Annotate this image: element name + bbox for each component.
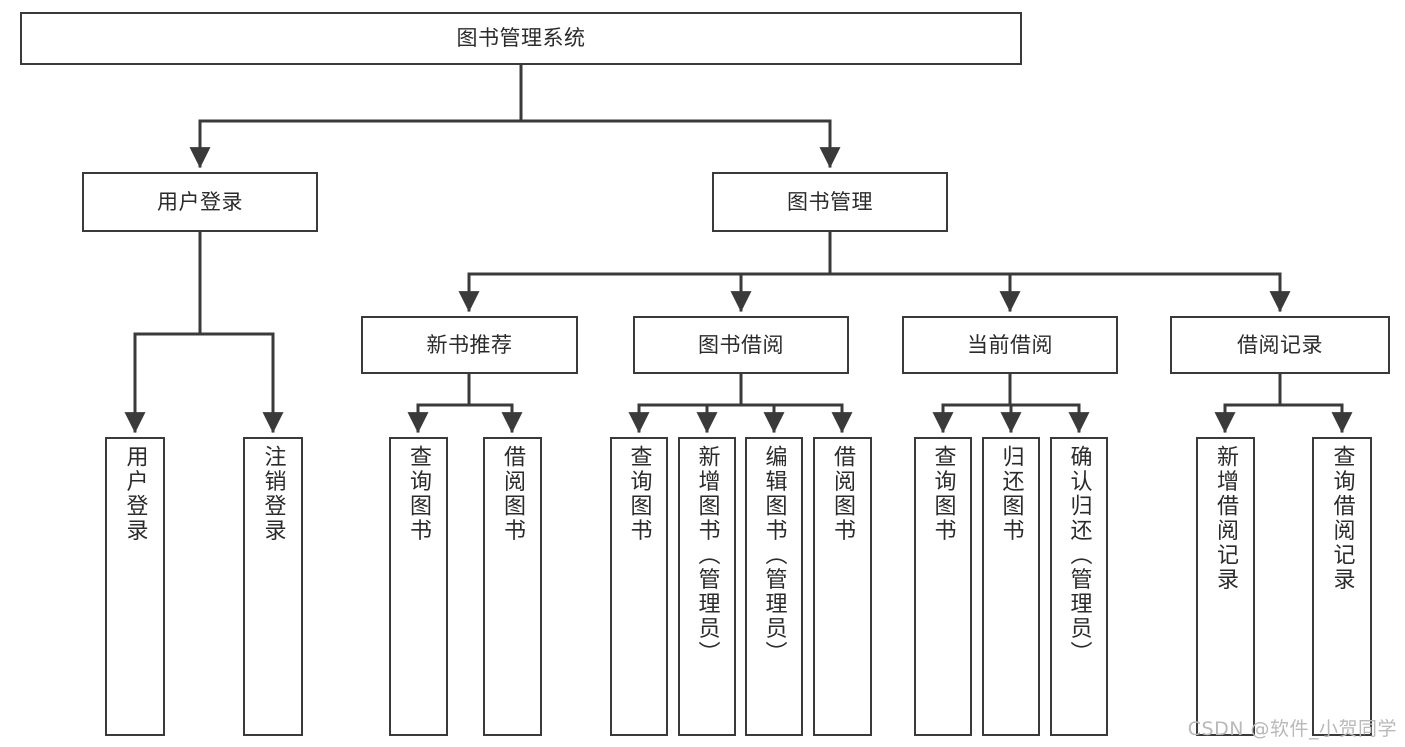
node-borrow-record[interactable]: 借阅记录 bbox=[1170, 316, 1390, 374]
node-user-login-label: 用户登录 bbox=[157, 189, 243, 214]
node-leaf-user-login[interactable]: 用户登录 bbox=[105, 437, 165, 736]
node-leaf-edit-book-admin[interactable]: 编辑图书（管理员） bbox=[745, 437, 803, 736]
node-leaf-add-borrow-record[interactable]: 新增借阅记录 bbox=[1196, 437, 1255, 736]
node-leaf-query-book-borrow[interactable]: 查询图书 bbox=[610, 437, 668, 736]
node-leaf-query-borrow-record-label: 查询借阅记录 bbox=[1329, 445, 1355, 592]
node-leaf-borrow-book[interactable]: 借阅图书 bbox=[813, 437, 872, 736]
node-leaf-confirm-return-admin-label: 确认归还（管理员） bbox=[1066, 445, 1092, 666]
node-root-label: 图书管理系统 bbox=[456, 26, 586, 51]
node-leaf-query-borrow-record[interactable]: 查询借阅记录 bbox=[1312, 437, 1372, 736]
node-current-borrow-label: 当前借阅 bbox=[967, 332, 1053, 357]
node-book-borrow[interactable]: 图书借阅 bbox=[633, 316, 849, 374]
node-leaf-add-book-admin-label: 新增图书（管理员） bbox=[694, 445, 720, 666]
node-leaf-query-book-recommend-label: 查询图书 bbox=[406, 445, 432, 543]
node-leaf-borrow-book-label: 借阅图书 bbox=[830, 445, 856, 543]
node-new-book-recommend-label: 新书推荐 bbox=[426, 332, 513, 357]
node-leaf-edit-book-admin-label: 编辑图书（管理员） bbox=[761, 445, 787, 666]
node-leaf-user-logout-label: 注销登录 bbox=[260, 445, 286, 543]
node-book-manage[interactable]: 图书管理 bbox=[712, 172, 948, 232]
node-leaf-user-logout[interactable]: 注销登录 bbox=[243, 437, 303, 736]
node-leaf-add-borrow-record-label: 新增借阅记录 bbox=[1213, 445, 1239, 592]
node-root[interactable]: 图书管理系统 bbox=[20, 12, 1022, 65]
node-leaf-query-book-current[interactable]: 查询图书 bbox=[914, 437, 972, 736]
node-leaf-return-book[interactable]: 归还图书 bbox=[982, 437, 1040, 736]
watermark-text: CSDN @软件_小贺同学 bbox=[1187, 718, 1397, 740]
node-leaf-borrow-book-recommend-label: 借阅图书 bbox=[500, 445, 526, 543]
node-leaf-query-book-recommend[interactable]: 查询图书 bbox=[389, 437, 448, 736]
node-borrow-record-label: 借阅记录 bbox=[1237, 332, 1323, 357]
node-leaf-query-book-borrow-label: 查询图书 bbox=[626, 445, 652, 543]
node-leaf-user-login-label: 用户登录 bbox=[122, 445, 148, 543]
node-leaf-confirm-return-admin[interactable]: 确认归还（管理员） bbox=[1050, 437, 1108, 736]
node-book-borrow-label: 图书借阅 bbox=[698, 332, 784, 357]
node-leaf-borrow-book-recommend[interactable]: 借阅图书 bbox=[483, 437, 542, 736]
node-new-book-recommend[interactable]: 新书推荐 bbox=[361, 316, 578, 374]
node-leaf-add-book-admin[interactable]: 新增图书（管理员） bbox=[678, 437, 736, 736]
node-leaf-return-book-label: 归还图书 bbox=[998, 445, 1024, 543]
node-book-manage-label: 图书管理 bbox=[787, 189, 873, 214]
node-user-login[interactable]: 用户登录 bbox=[82, 172, 318, 232]
node-leaf-query-book-current-label: 查询图书 bbox=[930, 445, 956, 543]
node-current-borrow[interactable]: 当前借阅 bbox=[902, 316, 1118, 374]
